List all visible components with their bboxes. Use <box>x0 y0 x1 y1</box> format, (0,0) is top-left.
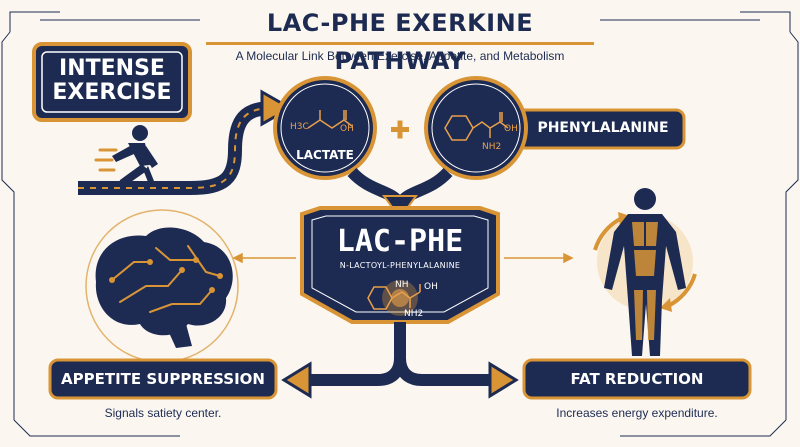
human-body-icon <box>593 188 697 356</box>
appetite-description: Signals satiety center. <box>104 406 222 420</box>
thin-arrows <box>232 252 574 264</box>
branch-arrow <box>281 322 519 399</box>
phenylalanine-nh2-label: NH2 <box>482 142 502 152</box>
lacphe-oh-label: OH <box>424 282 438 292</box>
lactate-methyl-label: H3C <box>290 122 309 132</box>
lacphe-panel <box>300 206 500 324</box>
plus-icon <box>391 120 409 139</box>
frame-decor <box>1 11 799 437</box>
exercise-label-line1: INTENSE <box>59 56 165 81</box>
lacphe-subtitle: N-LACTOYL-PHENYLALANINE <box>339 261 461 270</box>
phenylalanine-oh-label: OH <box>504 124 518 134</box>
lactate-oh-label: OH <box>340 124 354 134</box>
page-subtitle: A Molecular Link Between Exercise, Appet… <box>235 49 565 63</box>
fat-label: FAT REDUCTION <box>570 370 704 388</box>
lacphe-nh2-label: NH2 <box>404 309 424 319</box>
lactate-structure <box>307 110 353 129</box>
brain-circuit-icon <box>85 209 239 363</box>
fat-panel <box>522 358 752 400</box>
phenylalanine-structure <box>444 112 509 141</box>
page-title: LAC-PHE EXERKINE PATHWAY <box>206 4 594 75</box>
fat-description: Increases energy expenditure. <box>556 406 718 420</box>
exercise-panel <box>32 42 192 122</box>
phenylalanine-label: PHENYLALANINE <box>537 120 669 136</box>
lacphe-title: LAC-PHE <box>336 224 464 259</box>
phenylalanine-group <box>424 76 686 180</box>
lactate-circle <box>273 76 377 180</box>
lacphe-structure <box>367 284 421 310</box>
lactate-label: LACTATE <box>296 148 354 162</box>
lacphe-nh-label: NH <box>395 280 409 290</box>
appetite-panel <box>48 358 278 400</box>
exercise-label-line2: EXERCISE <box>52 80 172 105</box>
appetite-label: APPETITE SUPPRESSION <box>61 370 265 388</box>
